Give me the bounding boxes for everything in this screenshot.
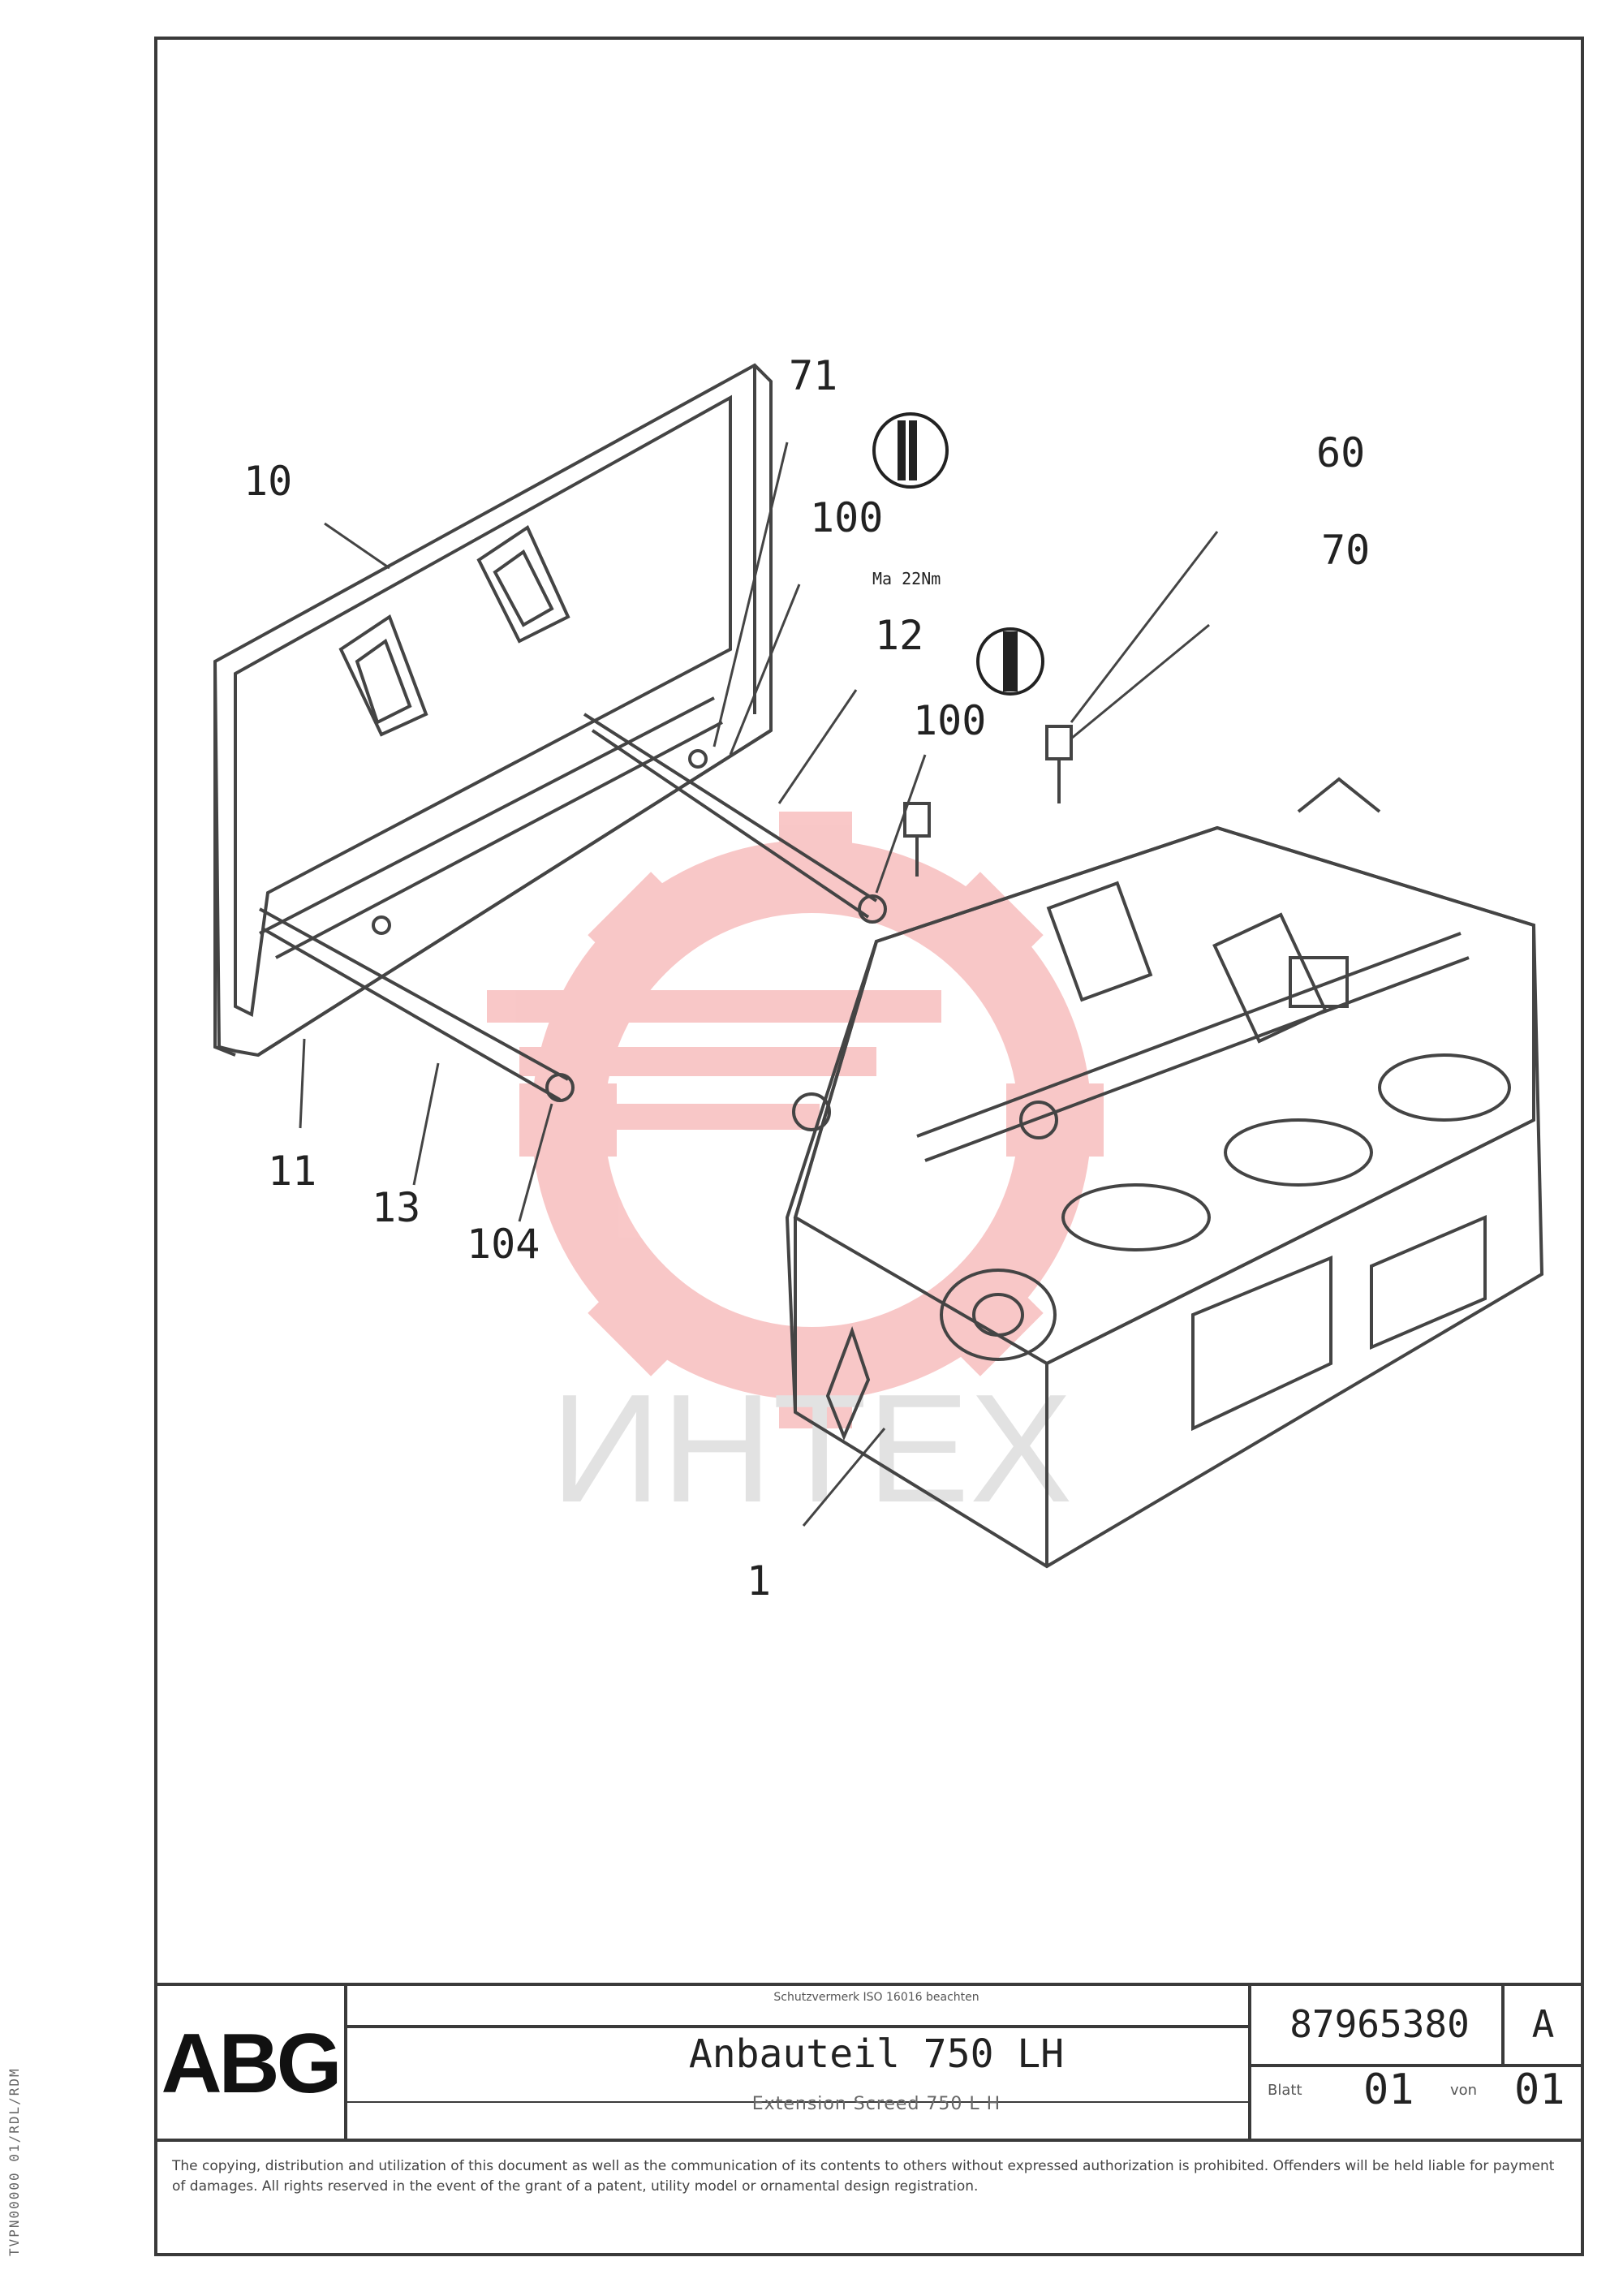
- callout-1: 1: [747, 1557, 771, 1605]
- revision: A: [1531, 2002, 1555, 2046]
- drawing-frame: [154, 37, 1584, 2256]
- callout-100-lower: 100: [913, 697, 986, 744]
- title-block: ABG Schutzvermerk ISO 16016 beachten Anb…: [154, 1984, 1584, 2256]
- sheet-label: Blatt: [1268, 2082, 1302, 2099]
- part-bolts: [903, 725, 1073, 877]
- leader-lines: [299, 442, 1219, 1527]
- thread-lock-symbol-icon: [976, 627, 1044, 696]
- part-frame-plate: [213, 363, 773, 1058]
- abg-logo: ABG: [161, 2016, 342, 2111]
- callout-60: 60: [1316, 429, 1365, 476]
- title-block-grid: [154, 1983, 1584, 2142]
- callout-11: 11: [268, 1148, 316, 1195]
- part-screed-body: [785, 777, 1544, 1569]
- callout-torque: Ma 22Nm: [872, 569, 941, 588]
- gear-watermark-icon: [487, 812, 1104, 1428]
- callout-10: 10: [243, 458, 292, 505]
- callout-70: 70: [1321, 527, 1370, 574]
- watermark-text: ИНТЕХ: [550, 1363, 1072, 1535]
- sheet-total: 01: [1514, 2066, 1565, 2114]
- drawing-number: 87965380: [1289, 2002, 1470, 2046]
- protection-note: Schutzvermerk ISO 16016 beachten: [773, 1991, 979, 2004]
- callout-12: 12: [875, 612, 923, 659]
- sheet-number: 01: [1363, 2066, 1414, 2114]
- drawing-subtitle: Extension Screed 750 L H: [751, 2094, 1001, 2114]
- drawing-title: Anbauteil 750 LH: [688, 2031, 1065, 2077]
- callout-13: 13: [372, 1184, 420, 1231]
- torque-symbol-icon: [872, 412, 949, 489]
- callout-100-upper: 100: [810, 494, 883, 541]
- of-label: von: [1450, 2082, 1478, 2099]
- watermark: ИНТЕХ: [487, 812, 1104, 1535]
- callout-104: 104: [467, 1221, 540, 1268]
- copyright-notice: The copying, distribution and utilizatio…: [172, 2158, 1555, 2195]
- part-rods: [259, 713, 887, 1102]
- callout-71: 71: [789, 352, 837, 399]
